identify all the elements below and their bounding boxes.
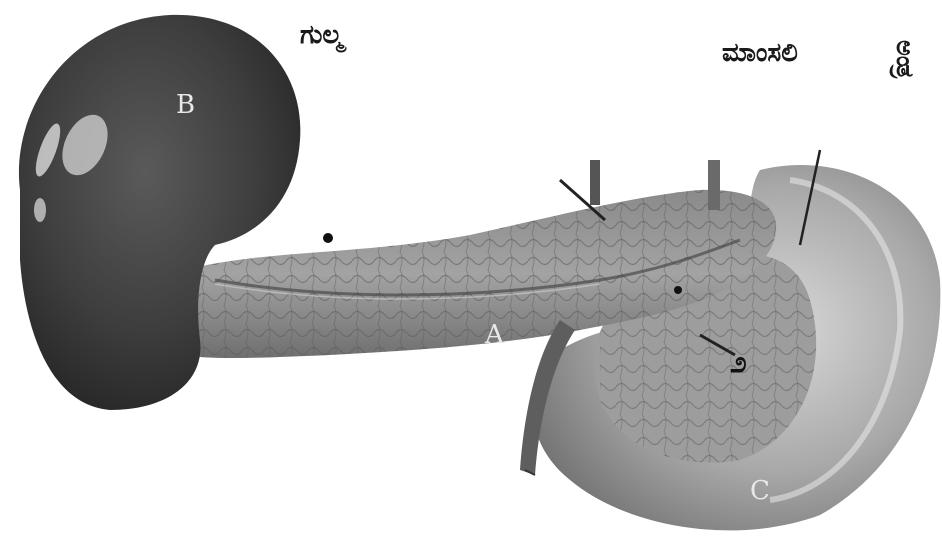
label-c: C [750,478,770,504]
label-b: B [176,92,195,118]
label-a: A [485,322,504,348]
label-number-marker: ೨ [730,348,747,378]
label-top-left: ಗುಲ್ಮ [300,22,343,48]
label-side: ಅಂತ್ರ [893,40,917,76]
label-top-right: ಮಾಂಸಲಿ [722,40,798,66]
